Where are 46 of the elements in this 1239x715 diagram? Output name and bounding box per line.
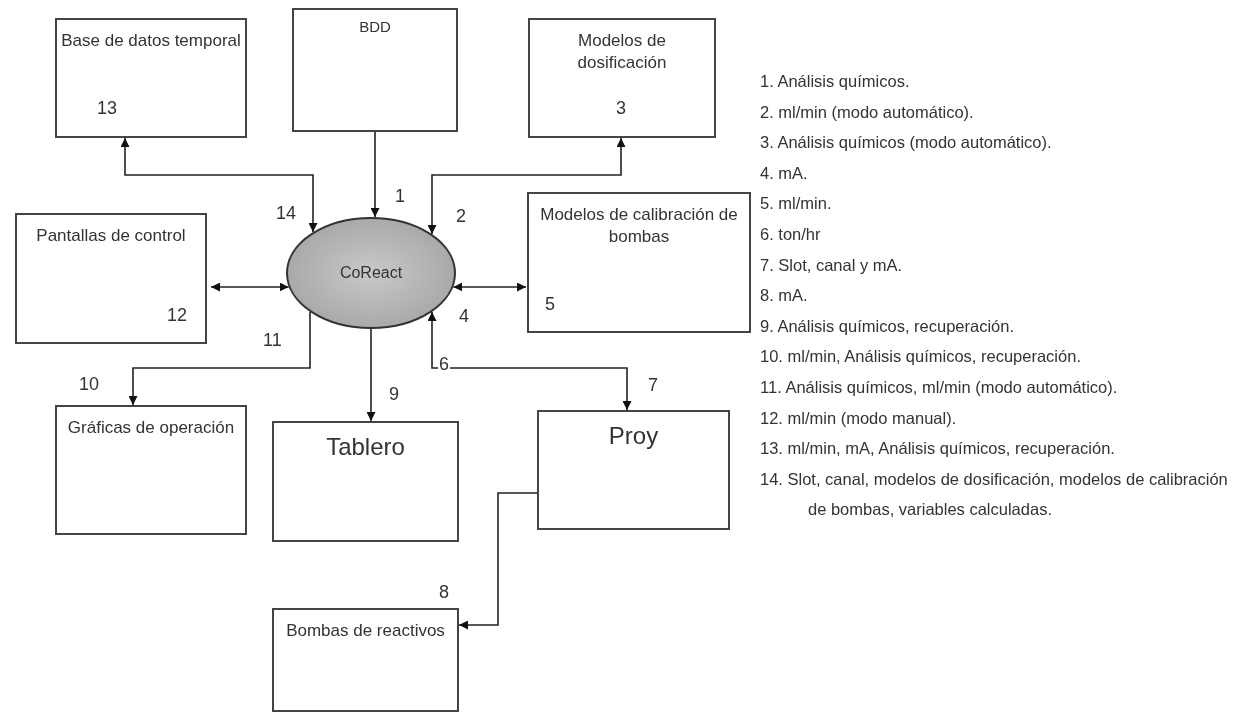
process-box xyxy=(537,410,730,530)
callout-number: 13 xyxy=(97,98,118,119)
legend-item: 3. Análisis químicos (modo automático). xyxy=(760,132,1053,154)
node-label: BDD xyxy=(358,17,392,37)
process-box xyxy=(272,421,459,542)
callout-number: 3 xyxy=(616,98,626,119)
arrow xyxy=(452,282,527,292)
node-label: Base de datos temporal xyxy=(61,30,241,52)
legend-item: 11. Análisis químicos, ml/min (modo automático). xyxy=(760,376,1119,398)
process-box xyxy=(55,405,247,535)
arrow xyxy=(366,328,376,422)
legend-item: 13. ml/min, mA, Análisis químicos, recuperación. xyxy=(760,438,1116,460)
legend-item: 14. Slot, canal, modelos de dosificación, modelos de calibración de bombas, variables calculadas. xyxy=(760,468,1229,521)
legend-item: 2. ml/min (modo automático). xyxy=(760,101,975,123)
legend-item: 7. Slot, canal y mA. xyxy=(760,254,904,276)
process-box xyxy=(528,18,716,138)
node-label: Pantallas de control xyxy=(35,225,187,247)
arrow xyxy=(128,311,311,406)
process-box xyxy=(272,608,459,712)
node-label: Proy xyxy=(607,422,660,450)
legend-item: 9. Análisis químicos, recuperación. xyxy=(760,315,1016,337)
legend-item: 10. ml/min, Análisis químicos, recuperación. xyxy=(760,346,1082,368)
legend-item: 5. ml/min. xyxy=(760,193,833,215)
legend-item: 1. Análisis químicos. xyxy=(760,71,911,92)
node-label: CoReact xyxy=(338,263,404,283)
legend-item: 12. ml/min (modo manual). xyxy=(760,407,958,429)
callout-number: 5 xyxy=(545,294,555,315)
node-label: Modelos de dosificación xyxy=(576,30,668,74)
arrow xyxy=(210,282,290,292)
process-box xyxy=(292,8,458,132)
callout-number: 12 xyxy=(167,305,188,326)
legend-item: 8. mA. xyxy=(760,285,809,307)
node-label: Tablero xyxy=(325,433,406,461)
process-box xyxy=(55,18,247,138)
node-label: Bombas de reactivos xyxy=(285,620,446,642)
node-label: Modelos de calibración de bombas xyxy=(539,204,739,248)
arrow xyxy=(427,311,632,411)
process-box xyxy=(15,213,207,344)
node-label: Gráficas de operación xyxy=(66,417,236,439)
legend-item: 6. ton/hr xyxy=(760,223,822,245)
legend-item: 4. mA. xyxy=(760,162,809,184)
arrow xyxy=(120,137,318,233)
arrow xyxy=(370,131,380,218)
process-box xyxy=(527,192,751,333)
arrow xyxy=(458,492,538,630)
arrow xyxy=(427,137,626,235)
